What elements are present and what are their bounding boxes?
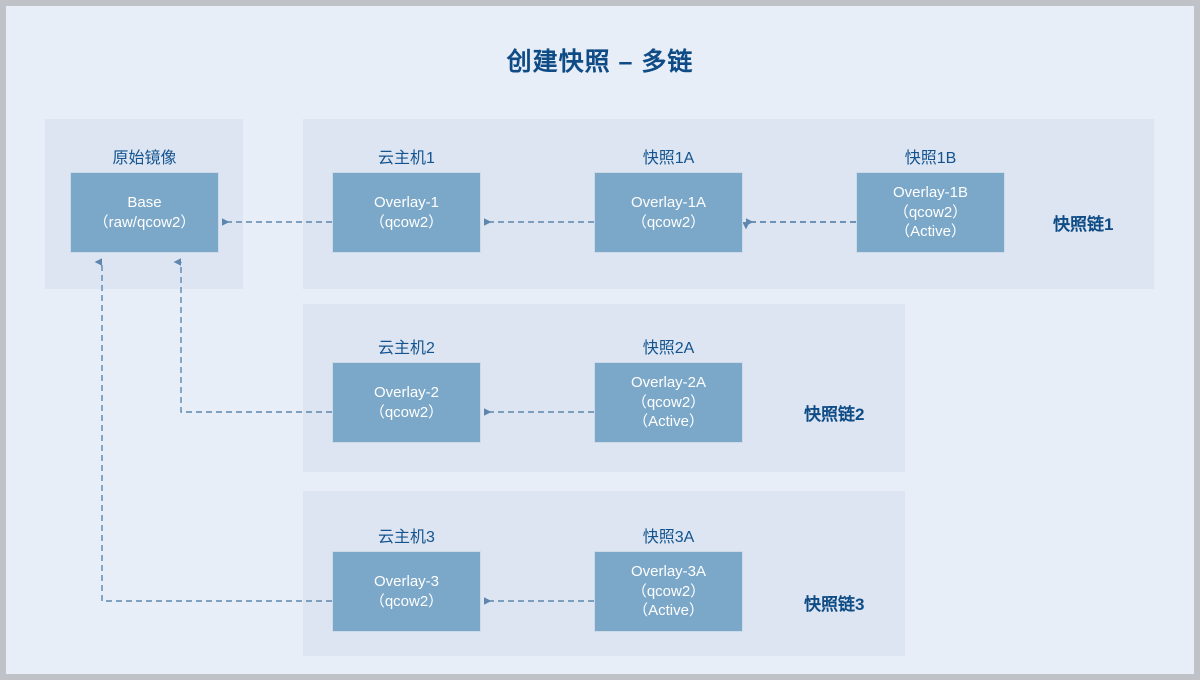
node-overlay-3a-line2: （qcow2） — [631, 582, 706, 600]
node-overlay-3-box[interactable]: Overlay-3 （qcow2） — [332, 551, 481, 632]
node-overlay-1a-line2: （qcow2） — [631, 213, 706, 231]
node-overlay-1a-caption: 快照1A — [642, 150, 695, 167]
node-overlay-1-line1: Overlay-1 — [373, 193, 440, 211]
node-overlay-2-line2: （qcow2） — [369, 403, 444, 421]
node-overlay-1-box[interactable]: Overlay-1 （qcow2） — [332, 172, 481, 253]
connector-overlay3-to-base — [94, 258, 332, 602]
node-overlay-2-line1: Overlay-2 — [373, 383, 440, 401]
node-overlay-3a-caption: 快照3A — [642, 529, 695, 546]
node-overlay-1-caption: 云主机1 — [378, 150, 435, 167]
node-overlay-2a-caption: 快照2A — [642, 340, 695, 357]
node-overlay-3a-box[interactable]: Overlay-3A （qcow2） （Active） — [594, 551, 743, 632]
node-overlay-1b-line2: （qcow2） — [893, 203, 968, 221]
node-overlay-1b-caption: 快照1B — [904, 150, 957, 167]
node-overlay-2a-line1: Overlay-2A — [630, 373, 707, 391]
node-overlay-3a-line3: （Active） — [633, 602, 704, 620]
node-overlay-1-line2: （qcow2） — [369, 213, 444, 231]
node-overlay-2a-box[interactable]: Overlay-2A （qcow2） （Active） — [594, 362, 743, 443]
chain-label-1: 快照链1 — [1053, 215, 1114, 234]
node-overlay-1b-line3: （Active） — [895, 223, 966, 241]
node-overlay-1b-box[interactable]: Overlay-1B （qcow2） （Active） — [856, 172, 1005, 253]
node-overlay-1a-line1: Overlay-1A — [630, 193, 707, 211]
node-overlay-3-caption: 云主机3 — [378, 529, 435, 546]
chain-label-2: 快照链2 — [804, 405, 865, 424]
node-overlay-3a-line1: Overlay-3A — [630, 562, 707, 580]
node-overlay-1b-line1: Overlay-1B — [892, 183, 969, 201]
node-overlay-3-line1: Overlay-3 — [373, 572, 440, 590]
chain-label-3: 快照链3 — [804, 595, 865, 614]
page-title: 创建快照 – 多链 — [506, 48, 694, 76]
node-base-line1: Base — [127, 193, 162, 211]
node-overlay-2-caption: 云主机2 — [378, 340, 435, 357]
node-base-box[interactable]: Base （raw/qcow2） — [70, 172, 219, 253]
node-overlay-3-line2: （qcow2） — [369, 592, 444, 610]
node-overlay-2a-line2: （qcow2） — [631, 393, 706, 411]
node-overlay-2-box[interactable]: Overlay-2 （qcow2） — [332, 362, 481, 443]
node-overlay-1a-box[interactable]: Overlay-1A （qcow2） — [594, 172, 743, 253]
node-base-line2: （raw/qcow2） — [93, 213, 196, 231]
node-base-caption: 原始镜像 — [112, 150, 177, 167]
diagram-canvas: 创建快照 – 多链 — [6, 6, 1194, 674]
node-overlay-2a-line3: （Active） — [633, 413, 704, 431]
